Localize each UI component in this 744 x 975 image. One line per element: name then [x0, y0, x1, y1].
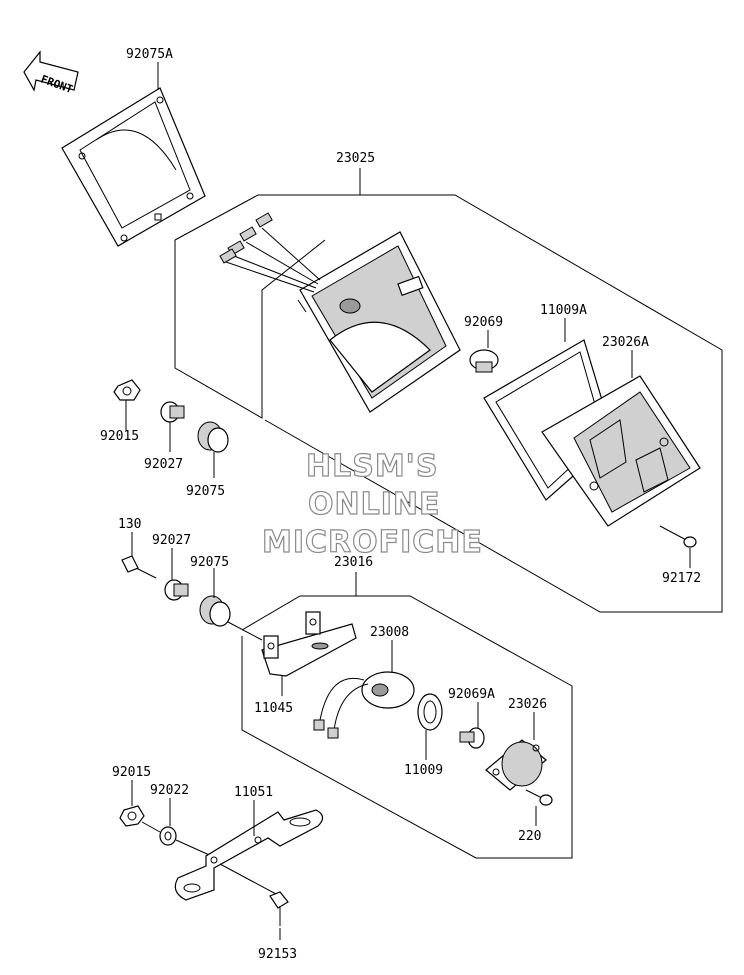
watermark-line-3: MICROFICHE [262, 525, 483, 560]
lamp-socket-23008 [313, 671, 415, 739]
grommet-92075-upper [197, 421, 229, 453]
watermark: HLSM'S ONLINE MICROFICHE [261, 448, 483, 560]
label-92069A: 92069A [448, 687, 495, 702]
gasket-92075A [61, 87, 206, 247]
front-arrow-icon: FRONT [23, 50, 79, 96]
bracket-11051 [174, 809, 324, 901]
label-23016: 23016 [334, 555, 373, 570]
nut-92015-lower [119, 805, 145, 827]
bulb-92069A [459, 727, 485, 749]
label-220: 220 [518, 829, 541, 844]
collar-92027-upper [160, 401, 185, 423]
label-23026A: 23026A [602, 335, 649, 350]
screw-92172 [659, 525, 697, 548]
label-92027-upper: 92027 [144, 457, 183, 472]
label-92015-lower: 92015 [112, 765, 151, 780]
nut-92015-upper [113, 379, 141, 401]
tail-light-housing [219, 212, 461, 413]
label-92172: 92172 [662, 571, 701, 586]
bolt-130 [121, 555, 157, 579]
label-11045: 11045 [254, 701, 293, 716]
label-92027-lower: 92027 [152, 533, 191, 548]
watermark-line-2: ONLINE [308, 487, 441, 522]
label-11009A: 11009A [540, 303, 587, 318]
label-92015-upper: 92015 [100, 429, 139, 444]
assembly-outline-23016 [241, 595, 573, 859]
assembly-outline-23025 [174, 239, 326, 419]
lens-23026 [485, 739, 547, 791]
watermark-line-1: HLSM'S [306, 449, 438, 484]
label-92069: 92069 [464, 315, 503, 330]
label-92022: 92022 [150, 783, 189, 798]
label-11009: 11009 [404, 763, 443, 778]
label-92075-lower: 92075 [190, 555, 229, 570]
label-23008: 23008 [370, 625, 409, 640]
bracket-11045 [261, 611, 357, 677]
gasket-11009 [417, 693, 443, 731]
label-92153: 92153 [258, 947, 297, 962]
bolt-92153 [269, 891, 289, 926]
bulb-92069 [469, 349, 499, 373]
label-23025: 23025 [336, 151, 375, 166]
grommet-92075-lower [199, 595, 231, 627]
screw-220 [525, 789, 553, 806]
label-23026: 23026 [508, 697, 547, 712]
collar-92027-lower [164, 579, 189, 601]
label-11051: 11051 [234, 785, 273, 800]
tail-lens-23026A [541, 375, 701, 527]
label-130: 130 [118, 517, 141, 532]
label-92075A: 92075A [126, 47, 173, 62]
label-92075-upper: 92075 [186, 484, 225, 499]
washer-92022 [159, 826, 177, 846]
